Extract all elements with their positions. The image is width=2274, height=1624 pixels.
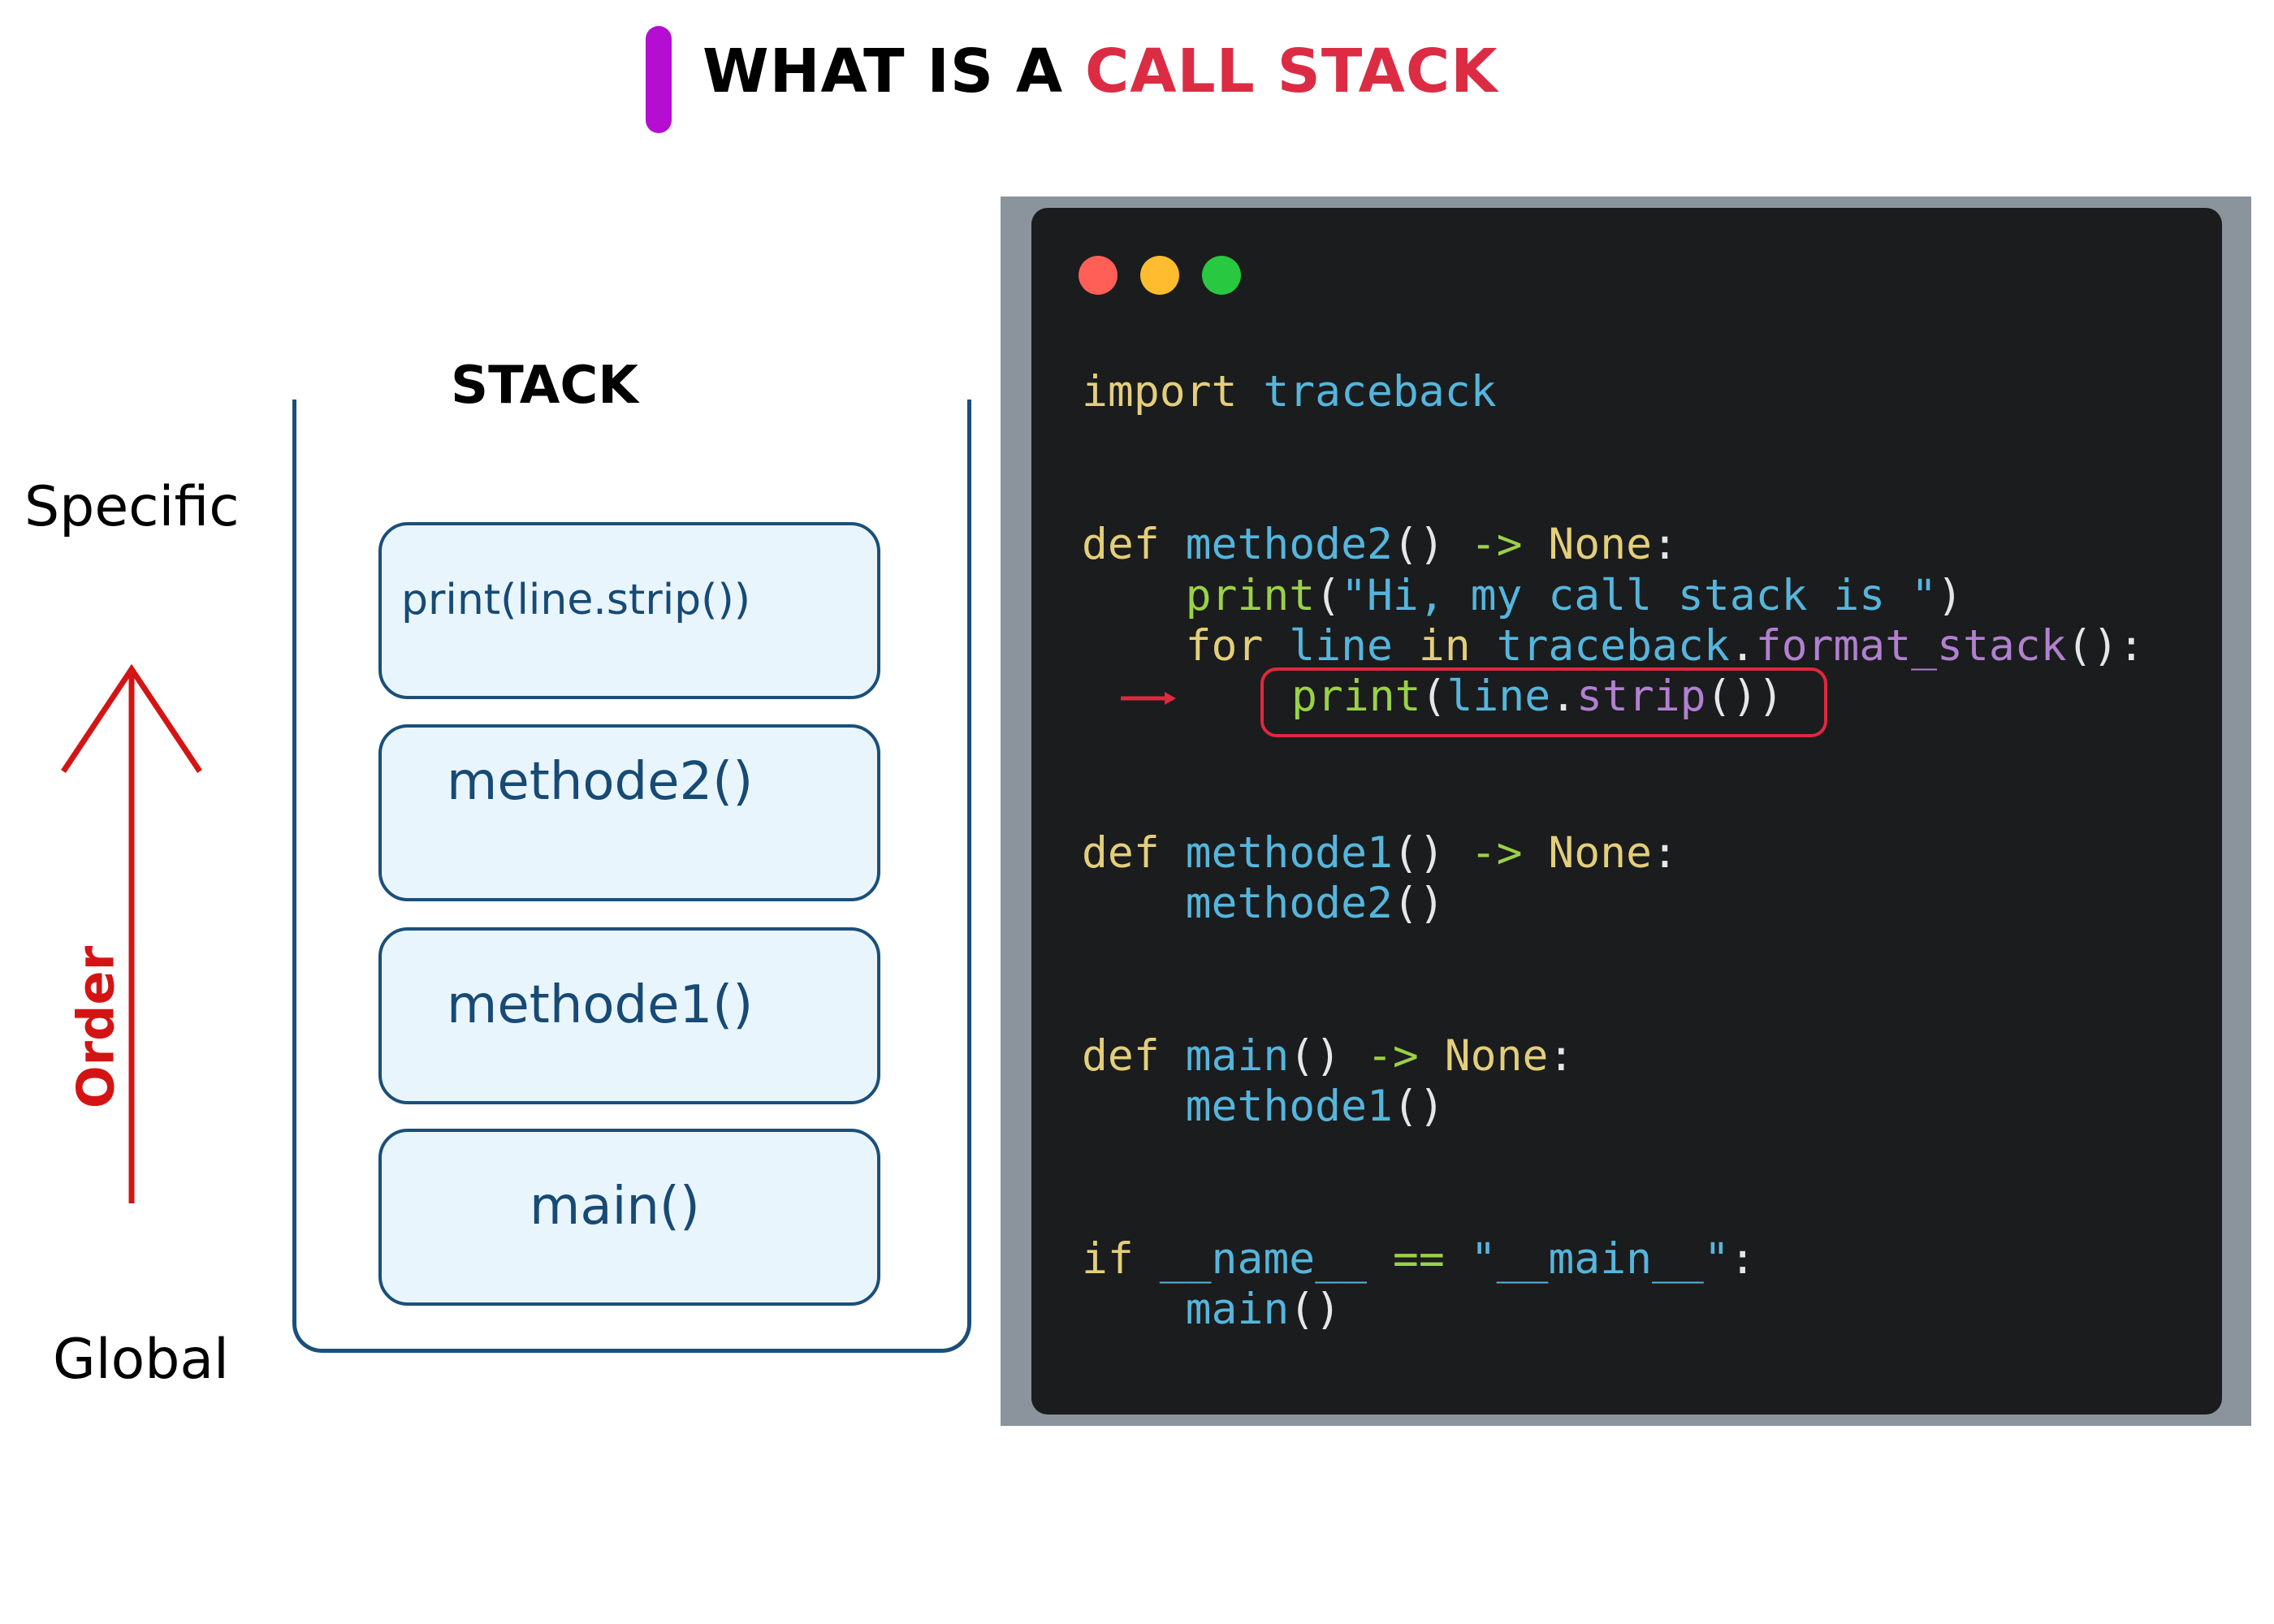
- highlighted-line-box: [1260, 667, 1827, 737]
- title-highlight: CALL STACK: [1084, 37, 1498, 106]
- current-line-arrow-icon: [1121, 692, 1176, 705]
- close-window-icon[interactable]: [1079, 256, 1118, 295]
- title-accent-bar: [646, 26, 672, 133]
- stack-frame-label: methode1(): [447, 975, 754, 1035]
- stack-frame-main: main(): [378, 1129, 880, 1306]
- stack-frame-label: methode2(): [447, 752, 754, 812]
- order-arrow-icon: [61, 663, 202, 1203]
- code-line-def-main: def main() -> None:: [1082, 1031, 1575, 1081]
- specific-label: Specific: [24, 475, 240, 539]
- code-line-print-greeting: print("Hi, my call stack is "): [1082, 571, 1963, 620]
- page-title: WHAT IS A CALL STACK: [703, 31, 1498, 112]
- code-editor-window: [1031, 208, 2222, 1415]
- maximize-window-icon[interactable]: [1202, 256, 1241, 295]
- stack-frame-label: print(line.strip()): [401, 576, 751, 624]
- order-label: Order: [66, 945, 126, 1109]
- code-line-for-loop: for line in traceback.format_stack():: [1082, 621, 2145, 671]
- code-line-if-main: if __name__ == "__main__":: [1082, 1234, 1756, 1284]
- title-prefix: WHAT IS A: [703, 37, 1085, 106]
- code-line-import: import traceback: [1082, 367, 1497, 417]
- stack-container: [292, 400, 971, 1353]
- code-line-def-methode1: def methode1() -> None:: [1082, 828, 1678, 878]
- stack-frame-label: main(): [530, 1177, 700, 1237]
- stack-frame-methode2: methode2(): [378, 724, 880, 901]
- minimize-window-icon[interactable]: [1140, 256, 1179, 295]
- stack-frame-methode1: methode1(): [378, 927, 880, 1104]
- global-label: Global: [53, 1328, 229, 1392]
- stack-label: STACK: [451, 356, 638, 416]
- stack-frame-print: print(line.strip()): [378, 522, 880, 699]
- code-line-def-methode2: def methode2() -> None:: [1082, 520, 1678, 569]
- code-line-call-methode2: methode2(): [1082, 879, 1445, 928]
- code-line-call-main: main(): [1082, 1285, 1342, 1334]
- code-line-print-strip: print(line.strip()): [1291, 672, 1784, 721]
- code-line-call-methode1: methode1(): [1082, 1082, 1445, 1131]
